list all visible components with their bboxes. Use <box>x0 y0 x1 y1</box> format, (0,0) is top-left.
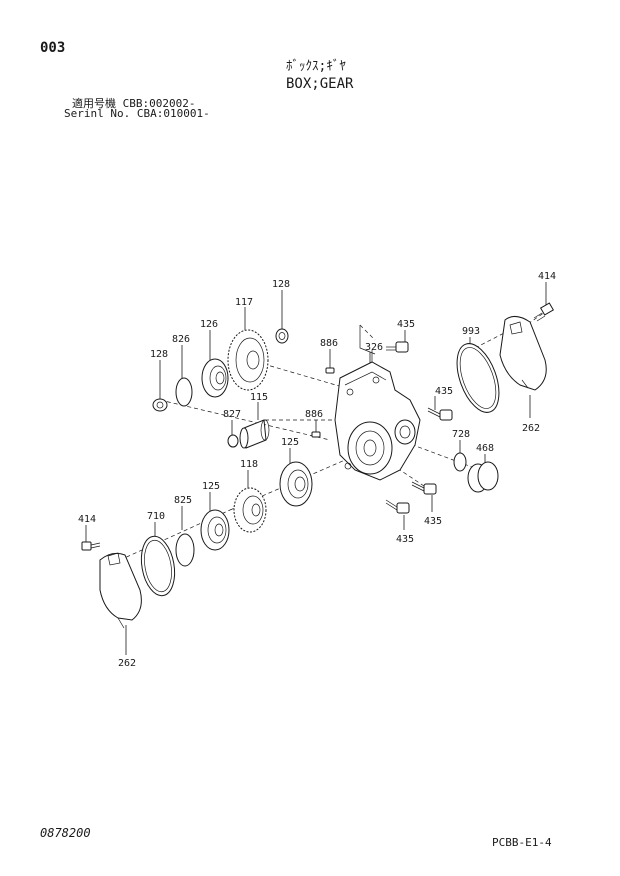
pin-886-top <box>325 367 335 374</box>
gear-117 <box>227 329 269 391</box>
shim-128-top <box>275 328 289 344</box>
applicability-line-1: 適用号機 CBB:002002- <box>72 97 196 110</box>
label-128-top: 128 <box>272 279 290 290</box>
shim-128-left <box>152 398 168 412</box>
gear-box-housing <box>334 325 421 481</box>
bolt-435-mid <box>427 407 453 421</box>
label-118: 118 <box>240 459 258 470</box>
label-435-mid: 435 <box>435 386 453 397</box>
label-326: 326 <box>365 342 383 353</box>
label-825: 825 <box>174 495 192 506</box>
page-number: 003 <box>40 40 66 56</box>
bearing-126 <box>201 358 229 398</box>
bearing-125-bottom <box>200 509 230 551</box>
cover-left <box>99 552 142 629</box>
label-117: 117 <box>235 297 253 308</box>
bolt-414-right <box>533 302 555 322</box>
label-115: 115 <box>250 392 268 403</box>
label-826: 826 <box>172 334 190 345</box>
footer-page-code: PCBB-E1-4 <box>492 836 552 849</box>
label-414-right: 414 <box>538 271 556 282</box>
bolt-435-bottom-left <box>385 499 410 514</box>
snap-ring-825 <box>175 533 195 567</box>
shaft-115 <box>239 419 270 449</box>
label-414-left: 414 <box>78 514 96 525</box>
label-728: 728 <box>452 429 470 440</box>
label-125-bottom: 125 <box>202 481 220 492</box>
bearing-125-top <box>279 461 313 507</box>
title-english: BOX;GEAR <box>286 76 354 92</box>
title-japanese: ﾎﾞｯｸｽ;ｷﾞﾔ <box>286 59 346 74</box>
bolt-435-bottom-right <box>411 481 437 495</box>
ring-827 <box>227 434 239 448</box>
label-435-bottom-left: 435 <box>396 534 414 545</box>
footer-document-code: 0878200 <box>40 826 91 840</box>
gasket-993 <box>456 343 500 413</box>
label-886-top: 886 <box>320 338 338 349</box>
label-125-top: 125 <box>281 437 299 448</box>
snap-ring-826 <box>175 377 193 407</box>
label-435-top: 435 <box>397 319 415 330</box>
label-468: 468 <box>476 443 494 454</box>
label-886-mid: 886 <box>305 409 323 420</box>
plug-468 <box>467 461 499 493</box>
bolt-414-left <box>81 541 101 551</box>
gasket-710 <box>140 535 176 597</box>
pin-886-mid <box>311 431 321 438</box>
bolt-435-top <box>386 341 409 353</box>
label-710: 710 <box>147 511 165 522</box>
label-993: 993 <box>462 326 480 337</box>
label-262-right: 262 <box>522 423 540 434</box>
leader-lines <box>85 282 547 655</box>
part-labels: 414 128 117 126 826 128 886 326 435 993 … <box>78 271 556 669</box>
label-262-left: 262 <box>118 658 136 669</box>
label-126: 126 <box>200 319 218 330</box>
label-128-left: 128 <box>150 349 168 360</box>
applicability-line-2: Serinl No. CBA:010001- <box>64 107 210 120</box>
gear-118 <box>233 487 267 533</box>
cover-right <box>499 316 547 391</box>
o-ring-728 <box>453 452 467 472</box>
label-827: 827 <box>223 409 241 420</box>
label-435-bottom-right: 435 <box>424 516 442 527</box>
